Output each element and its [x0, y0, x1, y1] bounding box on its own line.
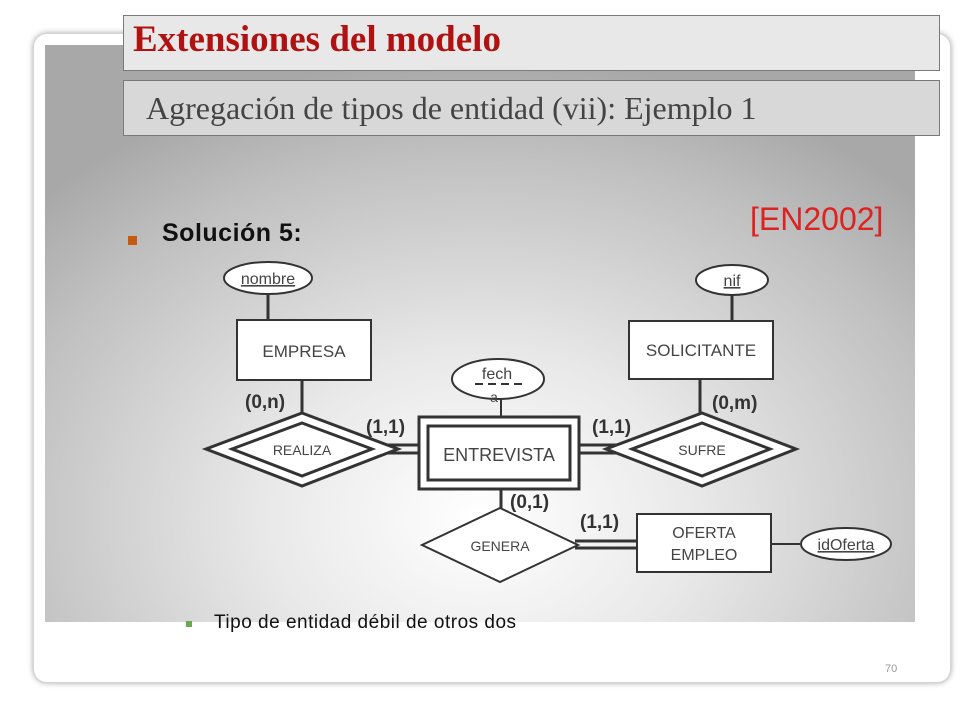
relationship-sufre-label: SUFRE — [678, 442, 725, 458]
entity-oferta-label-line1: OFERTA — [672, 525, 736, 542]
relationship-genera: GENERA — [419, 506, 581, 584]
sub-bullet-marker — [186, 621, 192, 627]
cardinality-empresa-realiza: (0,n) — [245, 392, 285, 413]
title-box — [123, 15, 940, 71]
attribute-fecha-label-line1: fech — [482, 366, 512, 383]
subtitle-box — [123, 80, 940, 136]
entity-entrevista-label: ENTREVISTA — [443, 445, 555, 465]
entity-oferta-label-line2: EMPLEO — [671, 547, 738, 564]
cardinality-genera-oferta: (1,1) — [580, 512, 619, 533]
entity-solicitante-label: SOLICITANTE — [646, 341, 756, 360]
attribute-idoferta-label: idOferta — [818, 537, 875, 554]
attribute-fecha: fech a — [451, 358, 545, 405]
attribute-nif-label: nif — [724, 273, 741, 290]
entity-empresa-label: EMPRESA — [262, 342, 346, 361]
entity-entrevista: ENTREVISTA — [417, 415, 581, 491]
relationship-realiza-label: REALIZA — [273, 442, 332, 458]
page-number: 70 — [885, 663, 898, 675]
attribute-idoferta: idOferta — [800, 527, 892, 561]
bullet-marker — [128, 236, 137, 245]
cardinality-realiza-entrevista: (1,1) — [366, 417, 405, 438]
sub-bullet-text: Tipo de entidad débil de otros dos — [214, 612, 517, 633]
reference-label: [EN2002] — [750, 201, 884, 237]
attribute-nombre: nombre — [223, 261, 313, 295]
entity-solicitante: SOLICITANTE — [628, 320, 774, 380]
solution-heading: Solución 5: — [162, 219, 303, 247]
entity-oferta-empleo: OFERTA EMPLEO — [636, 513, 772, 573]
attribute-fecha-label-line2: a — [490, 389, 498, 405]
slide-subtitle: Agregación de tipos de entidad (vii): Ej… — [146, 90, 757, 126]
cardinality-entrevista-sufre: (1,1) — [592, 417, 631, 438]
cardinality-solicitante-sufre: (0,m) — [712, 393, 757, 414]
relationship-sufre: SUFRE — [601, 411, 801, 488]
attribute-nif: nif — [695, 264, 769, 296]
attribute-nombre-label: nombre — [241, 271, 295, 288]
relationship-realiza: REALIZA — [201, 411, 403, 488]
entity-empresa: EMPRESA — [236, 319, 372, 381]
cardinality-entrevista-genera: (0,1) — [510, 492, 549, 513]
relationship-genera-label: GENERA — [470, 538, 530, 554]
cardinality-labels: (0,n) (1,1) (1,1) (0,m) (0,1) (1,1) — [245, 392, 757, 533]
slide-title: Extensiones del modelo — [133, 19, 501, 60]
